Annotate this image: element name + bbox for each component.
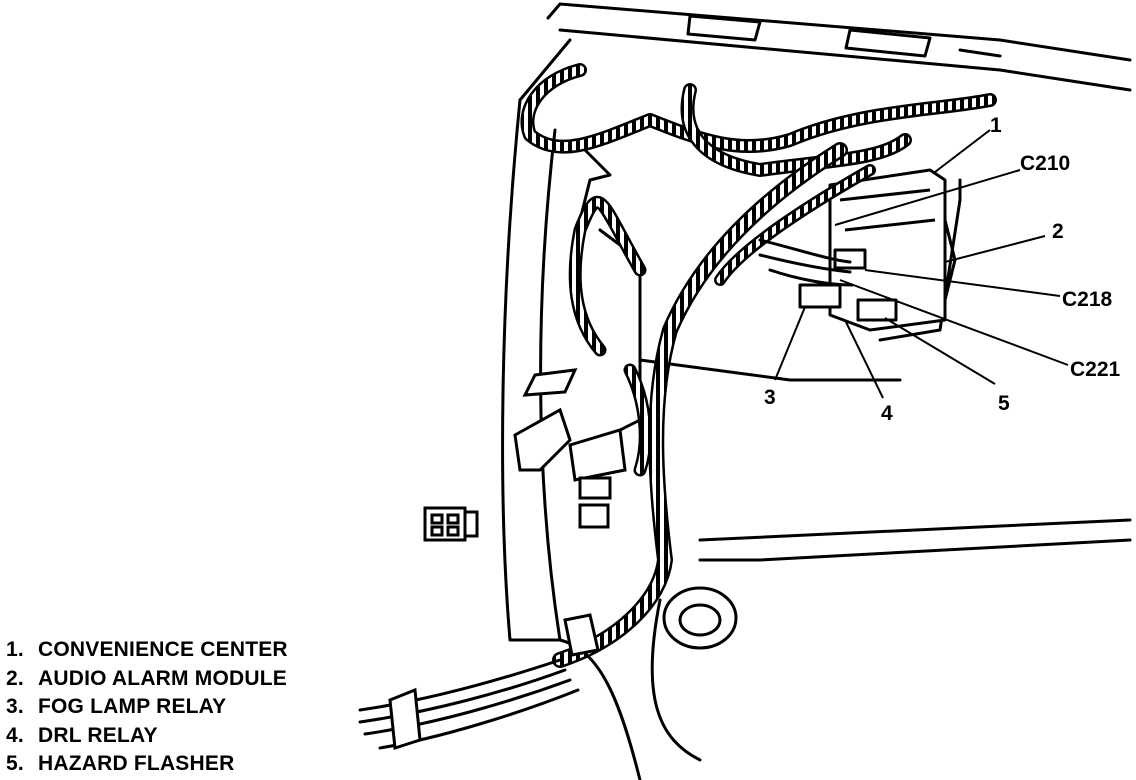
- callout-5: 5: [998, 392, 1010, 415]
- callout-c210: C210: [1020, 152, 1070, 175]
- legend-label: CONVENIENCE CENTER: [38, 638, 288, 661]
- loose-connector: [423, 506, 479, 542]
- legend-label: HAZARD FLASHER: [38, 752, 235, 775]
- wiring-harness: [520, 63, 997, 668]
- legend-item: 4. DRL RELAY: [6, 722, 288, 751]
- legend: 1. CONVENIENCE CENTER 2. AUDIO ALARM MODUL…: [6, 636, 288, 779]
- grommet: [662, 586, 738, 650]
- callout-4: 4: [881, 402, 893, 425]
- legend-number: 1.: [6, 638, 24, 661]
- leader-lines: [774, 129, 1069, 399]
- legend-item: 5. HAZARD FLASHER: [6, 750, 288, 779]
- mounting-bracket: [513, 368, 627, 529]
- legend-label: FOG LAMP RELAY: [38, 695, 227, 718]
- legend-number: 2.: [6, 666, 24, 690]
- legend-number: 5.: [6, 752, 24, 775]
- legend-number: 4.: [6, 723, 24, 747]
- callout-1: 1: [990, 114, 1002, 137]
- legend-item: 2. AUDIO ALARM MODULE: [6, 665, 288, 694]
- legend-number: 3.: [6, 695, 24, 718]
- body-panel-outline: [501, 2, 1132, 780]
- convenience-center: [798, 168, 947, 332]
- wire-clip: [388, 613, 600, 750]
- callout-c221: C221: [1070, 358, 1121, 381]
- legend-item: 3. FOG LAMP RELAY: [6, 693, 288, 722]
- callout-3: 3: [764, 386, 776, 409]
- legend-item: 1. CONVENIENCE CENTER: [6, 636, 288, 665]
- legend-label: AUDIO ALARM MODULE: [38, 666, 287, 690]
- legend-label: DRL RELAY: [38, 723, 158, 747]
- callout-c218: C218: [1062, 288, 1113, 311]
- callout-2: 2: [1052, 220, 1064, 243]
